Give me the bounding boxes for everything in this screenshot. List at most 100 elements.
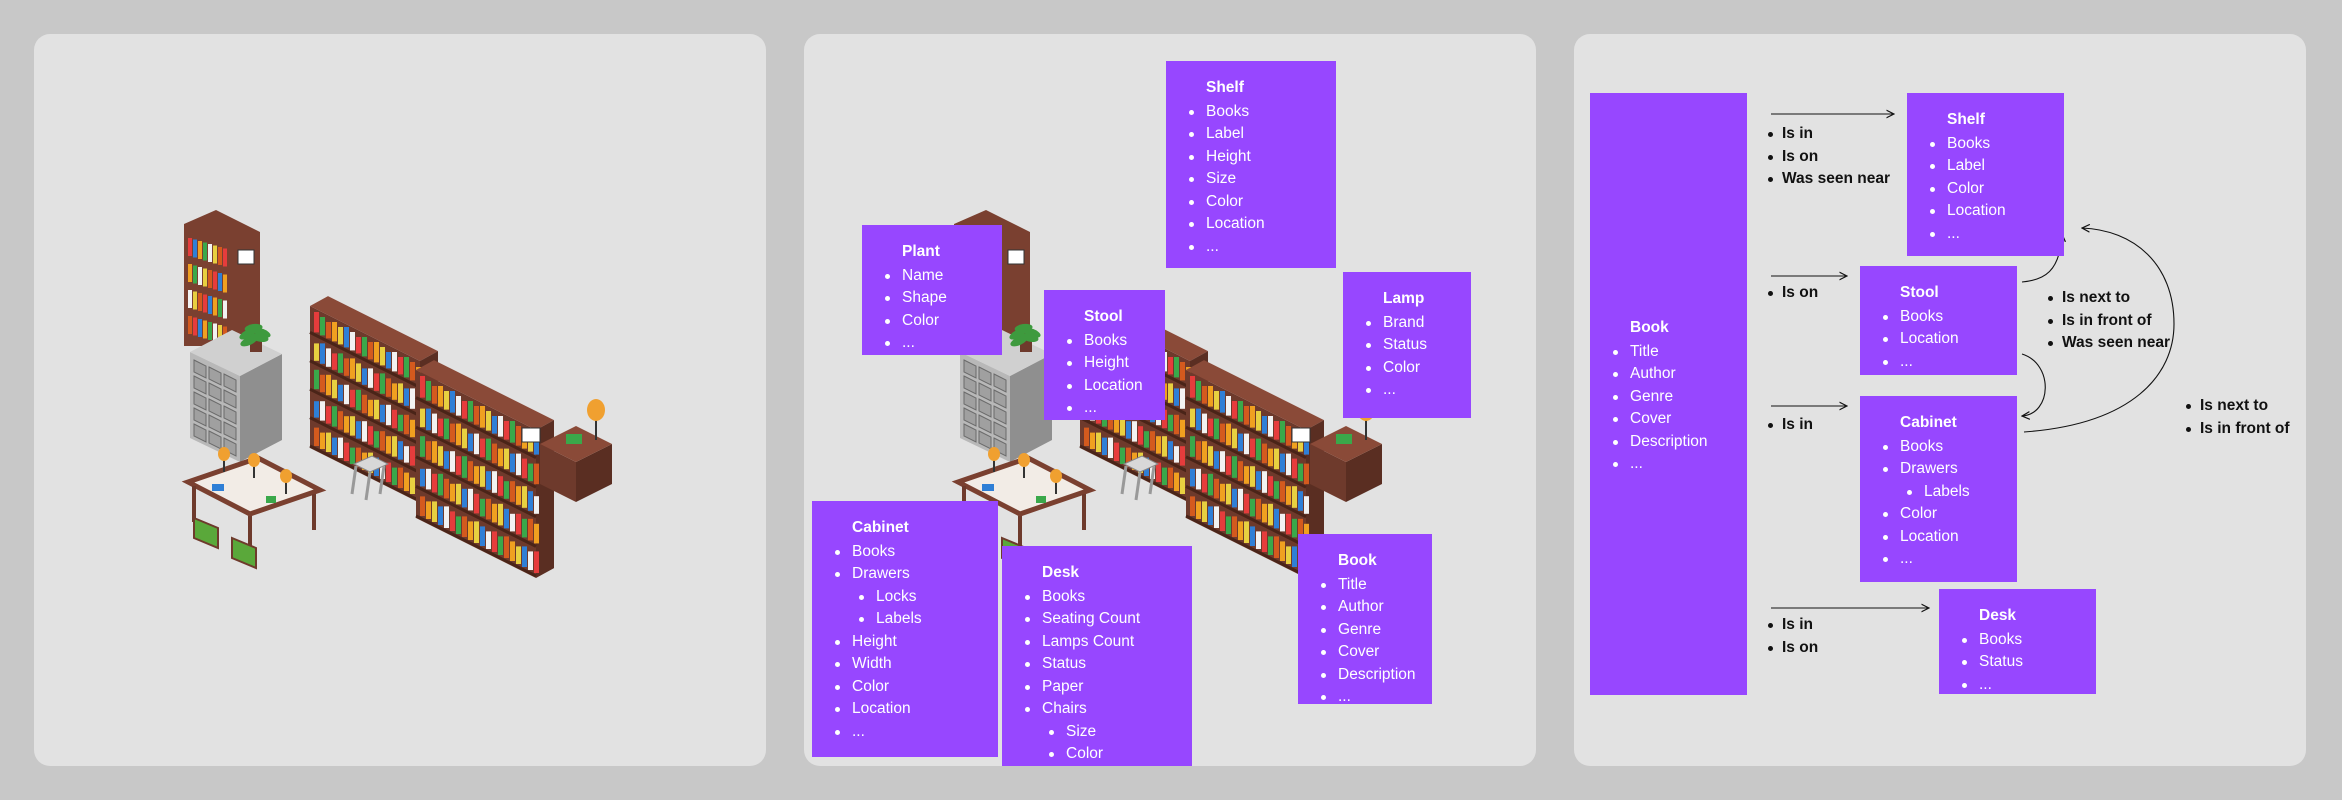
book <box>492 416 497 434</box>
book <box>426 501 431 519</box>
book <box>1208 506 1213 525</box>
plant-leaf <box>244 323 263 333</box>
drawer <box>193 407 207 427</box>
shelf-board <box>309 359 421 418</box>
book <box>193 239 197 258</box>
stool-leg <box>364 471 372 501</box>
book <box>1114 416 1119 433</box>
book <box>456 483 461 505</box>
book <box>362 337 367 357</box>
book <box>386 378 391 397</box>
plant-leaf <box>240 336 258 347</box>
book <box>208 270 212 288</box>
book <box>1126 421 1131 439</box>
card-item: Height <box>828 631 982 654</box>
card-item: Color <box>1923 178 2048 201</box>
book <box>456 516 461 534</box>
book <box>1108 411 1113 430</box>
book <box>356 447 361 467</box>
book <box>398 357 403 375</box>
book <box>432 386 437 404</box>
book <box>420 376 425 398</box>
book-on-desk <box>212 484 224 491</box>
rel-book-stool: Is on <box>1764 282 1818 305</box>
card-item: Drawers <box>1876 458 2001 481</box>
book <box>1162 467 1167 485</box>
book <box>486 498 491 520</box>
card-title: Plant <box>902 243 940 260</box>
arrow-cabinet-shelf <box>2023 228 2175 433</box>
book <box>1226 423 1231 446</box>
book <box>504 508 509 529</box>
book <box>1244 466 1249 484</box>
book <box>188 316 192 334</box>
book <box>1226 516 1231 534</box>
book <box>404 414 409 435</box>
card-item: Status <box>1018 653 1176 676</box>
card-item: Books <box>828 541 982 564</box>
bookshelf-top <box>1186 360 1324 430</box>
book <box>1174 388 1179 406</box>
book <box>314 343 319 361</box>
book <box>314 427 319 446</box>
relation-label: Is in <box>1764 123 1890 146</box>
card-item: Location <box>1923 200 2048 223</box>
book <box>468 433 473 452</box>
drawer <box>223 389 237 409</box>
card-item: ... <box>1314 686 1416 709</box>
low-shelf <box>540 444 576 502</box>
card-item: Color <box>828 676 982 699</box>
book <box>218 247 222 265</box>
book <box>1262 503 1267 523</box>
book <box>438 418 443 437</box>
book <box>350 358 355 379</box>
book <box>1180 362 1185 381</box>
book <box>504 481 509 499</box>
card-item: ... <box>1182 236 1320 259</box>
book <box>326 432 331 452</box>
book <box>1232 516 1237 537</box>
book <box>1256 531 1261 549</box>
stool-leg <box>1148 465 1156 495</box>
book <box>1238 461 1243 481</box>
book <box>1262 531 1267 552</box>
book <box>1190 436 1195 457</box>
relation-label: Is in <box>1764 414 1813 437</box>
card-item: Height <box>1182 146 1320 169</box>
drawer <box>208 398 222 418</box>
book <box>198 319 202 337</box>
book <box>1268 416 1273 437</box>
book <box>522 546 527 567</box>
book <box>498 536 503 555</box>
book <box>1304 436 1309 455</box>
book <box>188 264 192 282</box>
book <box>338 384 343 402</box>
book <box>474 493 479 514</box>
book <box>1232 428 1237 449</box>
book <box>1274 448 1279 470</box>
book <box>480 466 485 487</box>
book <box>522 486 527 508</box>
relation-label: Was seen near <box>1764 168 1890 191</box>
book <box>438 473 443 496</box>
book <box>1256 498 1261 520</box>
card-item: ... <box>1923 223 2048 246</box>
desk-top <box>181 455 327 517</box>
book <box>432 413 437 434</box>
book <box>456 456 461 475</box>
drawer <box>978 398 992 418</box>
shelf-label <box>1291 427 1311 443</box>
card-item: Books <box>1923 133 2048 156</box>
book <box>1220 423 1225 443</box>
book <box>492 471 497 493</box>
book <box>1132 421 1137 442</box>
book <box>410 419 415 438</box>
book <box>1238 488 1243 511</box>
book <box>474 406 479 425</box>
card-item: Location <box>1876 526 2001 549</box>
book <box>480 406 485 428</box>
